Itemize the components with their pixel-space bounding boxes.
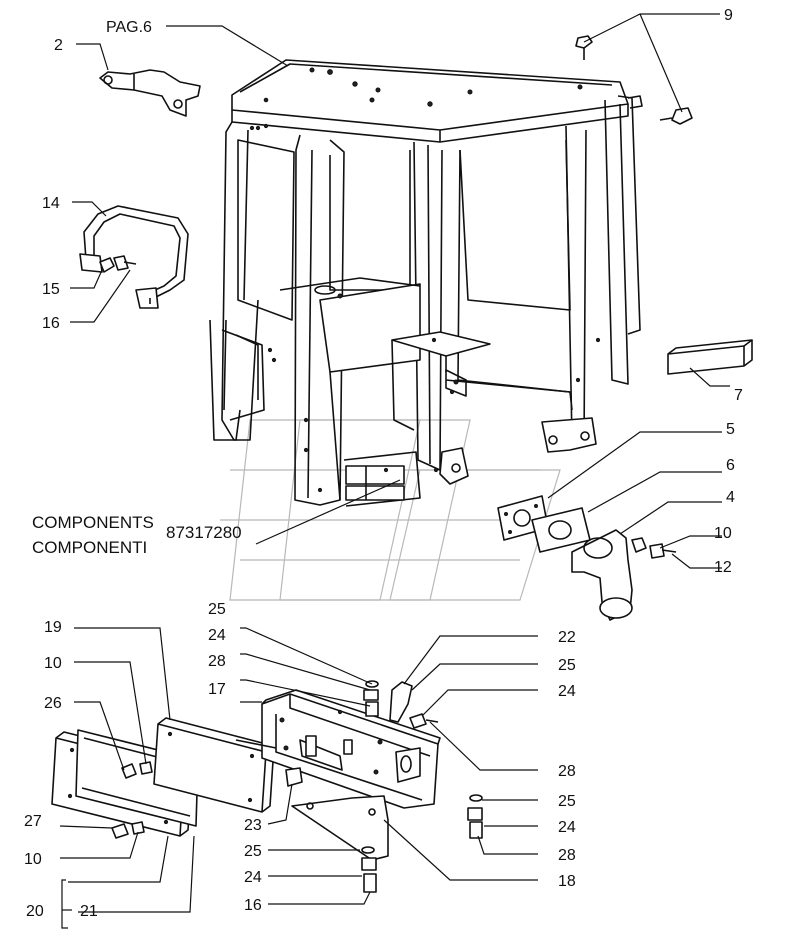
callout-20: 20 <box>26 903 44 920</box>
callout-16: 16 <box>244 897 262 914</box>
components-label-en: COMPONENTS <box>32 513 154 532</box>
callout-18: 18 <box>558 873 576 890</box>
callout-28: 28 <box>208 653 226 670</box>
leader-lines <box>59 13 730 929</box>
callout-19: 19 <box>44 619 62 636</box>
callout-pag6: PAG.6 <box>106 19 152 36</box>
callout-23: 23 <box>244 817 262 834</box>
callout-26: 26 <box>44 695 62 712</box>
callout-labels: PAG.6 2 9 14 15 16 7 5 6 4 10 12 COMPONE… <box>24 7 743 920</box>
lower-panel-assembly <box>51 680 483 893</box>
handle-part-14 <box>79 205 189 309</box>
strip-part-7 <box>667 339 753 375</box>
callout-22: 22 <box>558 629 576 646</box>
callout-24: 24 <box>208 627 226 644</box>
bolt-part-9 <box>575 35 693 125</box>
callout-9: 9 <box>724 7 733 24</box>
callout-10: 10 <box>714 525 732 542</box>
callout-4: 4 <box>726 489 735 506</box>
callout-15: 15 <box>42 281 60 298</box>
callout-21: 21 <box>80 903 98 920</box>
callout-10: 10 <box>24 851 42 868</box>
bracket-part-2 <box>99 69 201 117</box>
callout-25: 25 <box>244 843 262 860</box>
callout-17: 17 <box>208 681 226 698</box>
callout-25: 25 <box>558 793 576 810</box>
callout-24: 24 <box>558 683 576 700</box>
callout-25: 25 <box>558 657 576 674</box>
callout-6: 6 <box>726 457 735 474</box>
callout-16: 16 <box>42 315 60 332</box>
callout-10: 10 <box>44 655 62 672</box>
callout-28: 28 <box>558 763 576 780</box>
callout-27: 27 <box>24 813 42 830</box>
cab-frame <box>209 59 643 507</box>
callout-25: 25 <box>208 601 226 618</box>
components-label-it: COMPONENTI <box>32 538 147 557</box>
callout-28: 28 <box>558 847 576 864</box>
watermark-logo <box>220 419 561 601</box>
callout-24: 24 <box>558 819 576 836</box>
callout-12: 12 <box>714 559 732 576</box>
callout-5: 5 <box>726 421 735 438</box>
duct-assembly-parts-4-5-6 <box>497 495 677 621</box>
callout-2: 2 <box>54 37 63 54</box>
callout-7: 7 <box>734 387 743 404</box>
callout-24: 24 <box>244 869 262 886</box>
part-number-label: 87317280 <box>166 523 242 542</box>
fastener-parts-15-16 <box>99 255 137 273</box>
callout-14: 14 <box>42 195 60 212</box>
